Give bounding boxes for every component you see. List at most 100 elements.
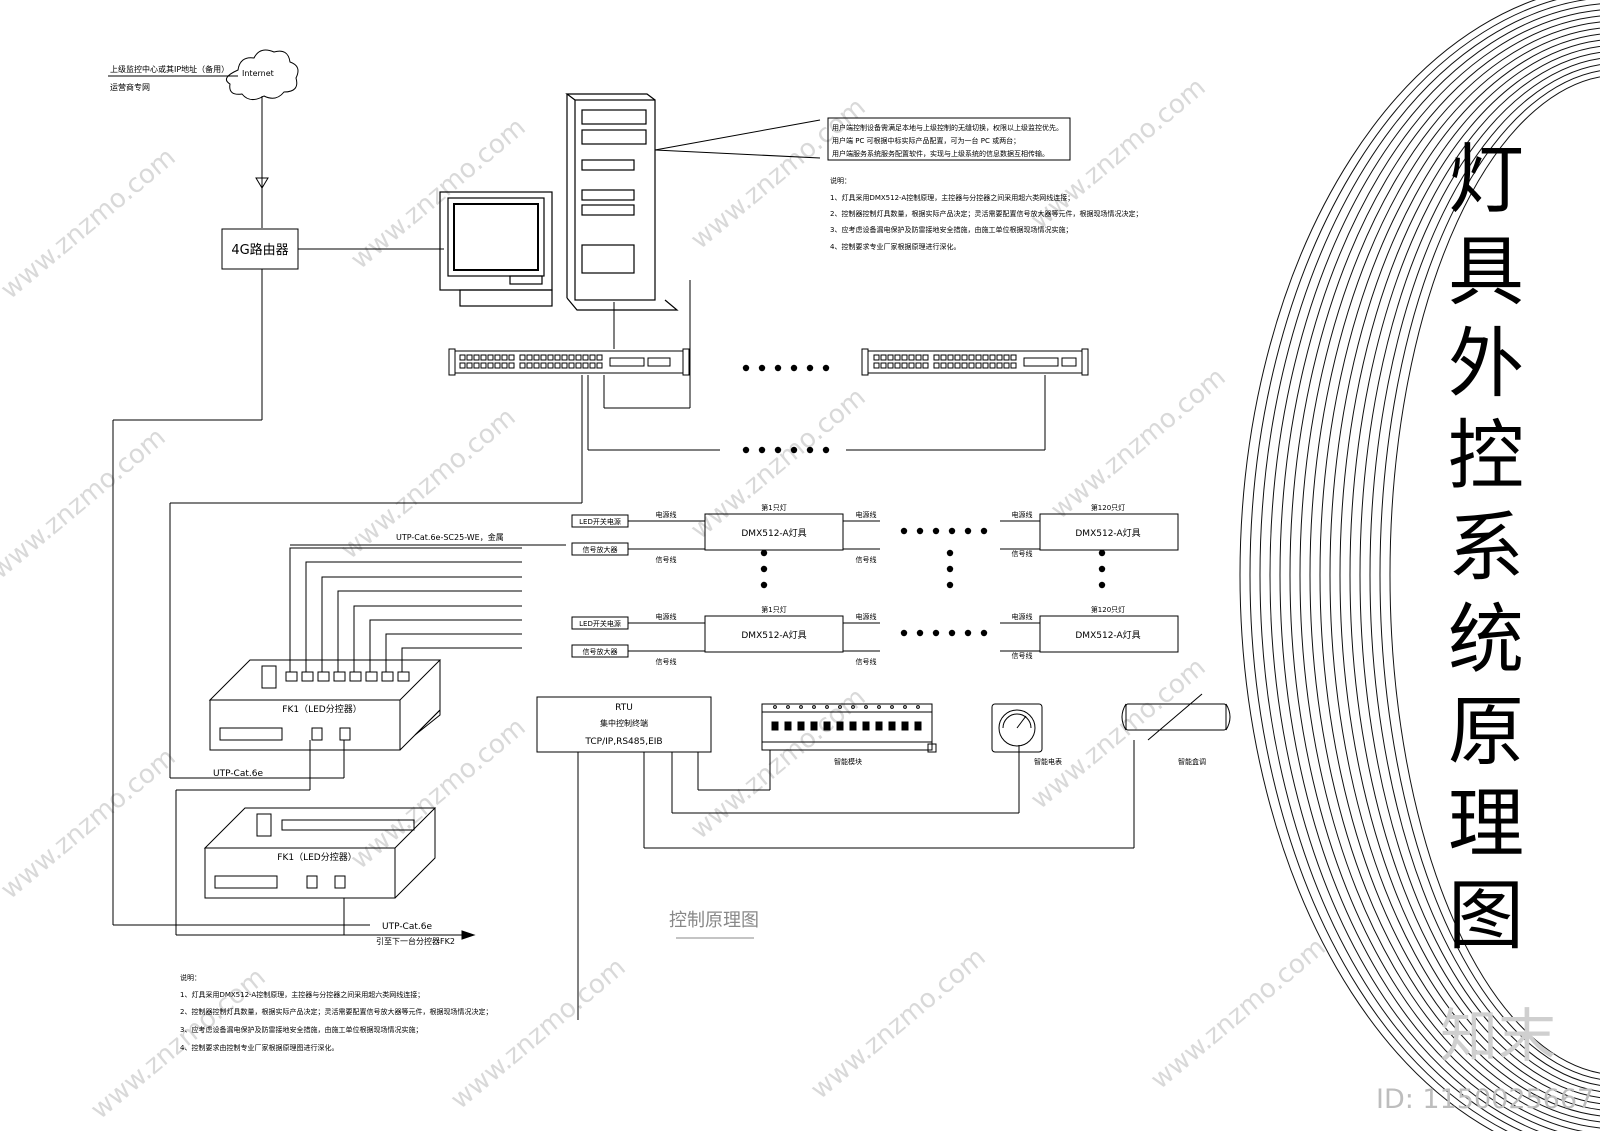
dot: [980, 527, 988, 535]
last-signal-line-label: 信号线: [1012, 651, 1033, 660]
switch-port: [996, 354, 1003, 361]
decorative-arc: [1379, 70, 1600, 1080]
switch-port: [940, 362, 947, 369]
cloud-label: Internet: [242, 69, 274, 78]
switch-port: [561, 362, 568, 369]
dot: [946, 565, 954, 573]
dot: [758, 364, 766, 372]
switch-right: [861, 348, 1089, 376]
switch-port: [501, 362, 508, 369]
decorative-arc: [1249, 0, 1558, 1131]
dot: [946, 581, 954, 589]
switch-port: [894, 362, 901, 369]
module-slot: [771, 721, 779, 731]
rtu-line3: TCP/IP,RS485,EIB: [584, 737, 662, 747]
switch-port: [975, 362, 982, 369]
module-slot: [875, 721, 883, 731]
fanout-cable: [289, 547, 522, 672]
switch-port: [901, 362, 908, 369]
switch-panel: [1023, 357, 1059, 367]
notes-top-heading: 说明：: [830, 176, 851, 185]
arrow-down-icon: [255, 177, 269, 189]
first-lamp-label: 第1只灯: [761, 503, 786, 512]
fk-port: [317, 671, 330, 682]
decorative-arc: [1349, 51, 1600, 1099]
switch-port: [480, 362, 487, 369]
module-slot: [862, 721, 870, 731]
switch-port: [887, 362, 894, 369]
dot: [806, 364, 814, 372]
fk2-label: FK1（LED分控器）: [277, 851, 356, 863]
site-watermark: www.znzmo.com: [1145, 932, 1331, 1095]
switch-port: [922, 362, 929, 369]
first-lamp-box-label: DMX512-A灯具: [741, 630, 806, 641]
module-slot: [797, 721, 805, 731]
module-terminal: [890, 705, 894, 709]
power-line-label: 电源线: [856, 510, 877, 519]
switch-port: [494, 354, 501, 361]
router-label: 4G路由器: [231, 242, 288, 258]
switch-port: [473, 362, 480, 369]
switch-port: [596, 354, 603, 361]
dot: [900, 527, 908, 535]
power-supply-label: LED开关电源: [579, 517, 621, 526]
site-watermark: www.znzmo.com: [1025, 652, 1211, 815]
cable-main-label: UTP-Cat.6e-SC25-WE，金属: [396, 532, 504, 542]
switch-port: [880, 362, 887, 369]
rtu-section: [536, 693, 1231, 1020]
fk-port: [349, 671, 362, 682]
site-watermark: www.znzmo.com: [0, 142, 182, 305]
module-terminal: [838, 705, 842, 709]
fk-port: [397, 671, 410, 682]
dot: [790, 364, 798, 372]
watermark-layer: www.znzmo.com www.znzmo.com www.znzmo.com w…: [0, 72, 1332, 1125]
dot: [758, 446, 766, 454]
module-terminal: [786, 705, 790, 709]
decorative-arc: [1289, 15, 1600, 1131]
title-vertical-text: 灯具外控系统原理图: [1448, 135, 1524, 960]
dot: [822, 364, 830, 372]
module-terminal: [812, 705, 816, 709]
switch-port: [922, 354, 929, 361]
module-terminal: [864, 705, 868, 709]
fk-port: [285, 671, 298, 682]
first-lamp-label: 第1只灯: [761, 605, 786, 614]
callout-line2: 用户端 PC 可根据中标实际产品配置，可为一台 PC 或两台；: [832, 136, 1020, 145]
last-lamp-label: 第120只灯: [1091, 503, 1125, 512]
site-watermark: www.znzmo.com: [0, 422, 172, 585]
power-line-label: 电源线: [856, 612, 877, 621]
decorative-arc: [1369, 64, 1600, 1086]
dot: [790, 446, 798, 454]
switch-port: [575, 354, 582, 361]
dot: [932, 527, 940, 535]
switch-port: [540, 354, 547, 361]
module-slot: [901, 721, 909, 731]
signal-line-label: 信号线: [856, 555, 877, 564]
fk-port: [365, 671, 378, 682]
dot: [1098, 581, 1106, 589]
dot: [900, 629, 908, 637]
switch-port: [1010, 354, 1017, 361]
power-supply-label: LED开关电源: [579, 619, 621, 628]
smart-module-icon: [761, 703, 933, 751]
decorative-arc: [1239, 0, 1537, 1131]
decorative-arcs: [1239, 0, 1600, 1131]
switch-port: [568, 354, 575, 361]
last-lamp-label: 第120只灯: [1091, 605, 1125, 614]
dot: [760, 565, 768, 573]
callout-box: [827, 117, 1071, 161]
site-watermark: www.znzmo.com: [345, 712, 531, 875]
switch-port: [1003, 354, 1010, 361]
notes-bottom-heading: 说明：: [180, 973, 201, 982]
rtu-box: [536, 696, 712, 753]
switch-port: [466, 362, 473, 369]
switch-port: [547, 362, 554, 369]
switch-port: [561, 354, 568, 361]
monitor-icon: [439, 191, 553, 307]
last-lamp-box-label: DMX512-A灯具: [1075, 630, 1140, 641]
dot: [964, 527, 972, 535]
switch-port: [982, 362, 989, 369]
switch-port: [554, 354, 561, 361]
module-terminal: [799, 705, 803, 709]
cloud-icon: [225, 49, 299, 100]
